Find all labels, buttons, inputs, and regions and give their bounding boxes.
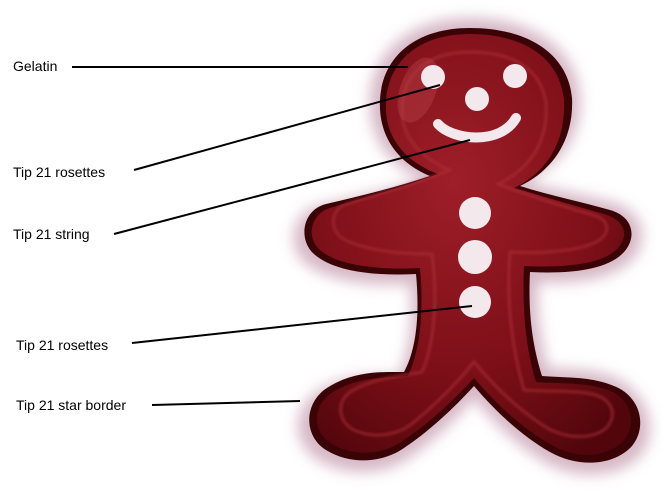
eye-right-rosette xyxy=(503,64,527,88)
leader-line-star-border xyxy=(152,401,300,405)
button-rosette-3 xyxy=(459,286,491,318)
button-rosette-1 xyxy=(459,197,491,229)
label-tip21-rosettes-buttons: Tip 21 rosettes xyxy=(16,337,108,353)
label-tip21-string: Tip 21 string xyxy=(13,226,90,242)
button-rosette-2 xyxy=(458,240,492,274)
label-gelatin: Gelatin xyxy=(13,58,57,74)
label-tip21-rosettes-face: Tip 21 rosettes xyxy=(13,164,105,180)
eye-left-rosette xyxy=(421,65,445,89)
label-tip21-star-border: Tip 21 star border xyxy=(16,397,126,413)
nose-rosette xyxy=(465,87,489,111)
